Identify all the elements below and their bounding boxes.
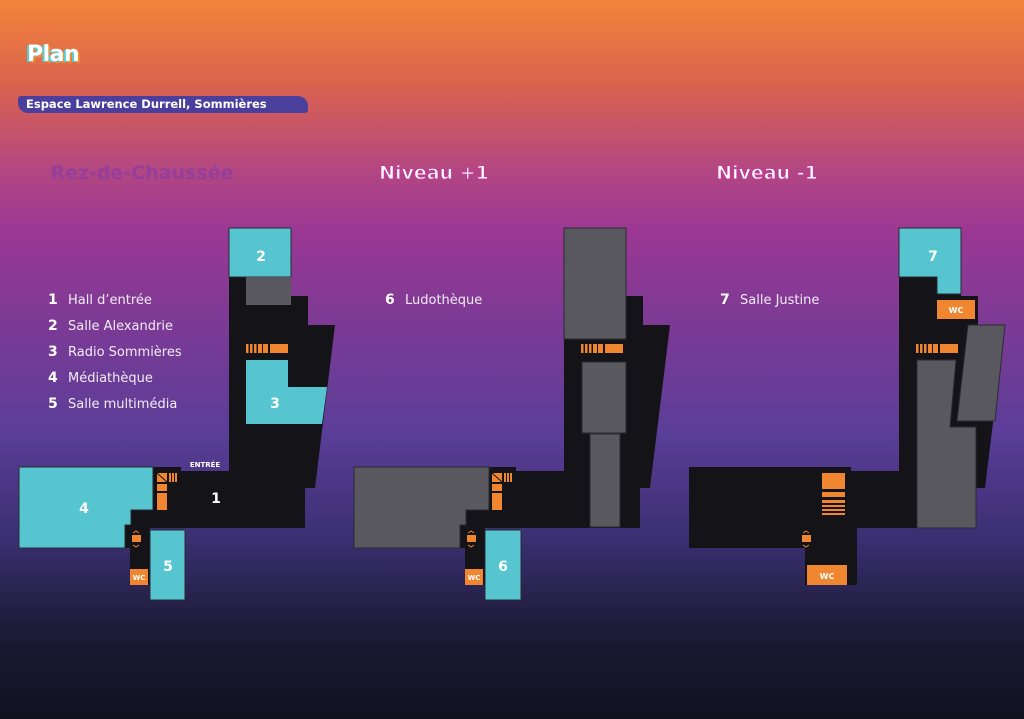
legend-label: Ludothèque <box>405 292 483 308</box>
room-other <box>956 324 1006 422</box>
page-title: Plan <box>27 42 80 67</box>
wc-icon <box>807 565 847 585</box>
legend-ground: 1 Hall d’entrée 2 Salle Alexandrie 3 Radio … <box>48 287 182 417</box>
legend-num: 4 <box>48 370 58 386</box>
legend-num: 7 <box>720 292 730 308</box>
room-number-7: 7 <box>928 249 938 265</box>
legend-num: 3 <box>48 344 58 360</box>
wc-icon <box>130 569 148 585</box>
floor-title-level-plus1: Niveau +1 <box>379 162 490 185</box>
legend-label: Hall d’entrée <box>68 292 152 308</box>
wc-icon <box>465 569 483 585</box>
room-other <box>353 466 490 549</box>
venue-subtitle: Espace Lawrence Durrell, Sommières <box>18 96 308 113</box>
legend-label: Salle Justine <box>740 292 820 308</box>
floor-title-ground: Rez-de-Chaussée <box>50 162 234 184</box>
legend-label: Médiathèque <box>68 370 153 386</box>
room-number-5: 5 <box>163 559 173 575</box>
plan-level-minus1: WC WC 7 <box>689 227 1006 585</box>
room-other <box>589 433 621 528</box>
legend-num: 5 <box>48 396 58 412</box>
room-number-3: 3 <box>270 396 280 412</box>
wc-label: WC <box>820 572 835 581</box>
wc-label: WC <box>949 306 964 315</box>
legend-item: 6 Ludothèque <box>385 287 482 313</box>
room-7-salle-justine[interactable] <box>898 227 962 295</box>
legend-num: 6 <box>385 292 395 308</box>
floor-title-level-minus1: Niveau -1 <box>716 162 819 185</box>
room-storage <box>246 277 291 305</box>
legend-label: Salle multimédia <box>68 396 178 412</box>
room-number-4: 4 <box>79 501 89 517</box>
legend-item: 5 Salle multimédia <box>48 391 182 417</box>
room-3-radio-sommieres[interactable] <box>246 360 327 424</box>
legend-item: 1 Hall d’entrée <box>48 287 182 313</box>
legend-item: 2 Salle Alexandrie <box>48 313 182 339</box>
legend-level-minus1: 7 Salle Justine <box>720 287 819 313</box>
room-other <box>916 359 977 529</box>
room-2-salle-alexandrie[interactable] <box>228 227 292 278</box>
stairs-icon <box>822 473 845 515</box>
stairs-icon <box>581 344 623 353</box>
plan-level-plus1: WC 6 <box>353 227 670 601</box>
legend-num: 1 <box>48 292 58 308</box>
legend-level-plus1: 6 Ludothèque <box>385 287 482 313</box>
room-number-2: 2 <box>256 249 266 265</box>
entrance-label: ENTRÉE <box>190 460 221 469</box>
stairs-icon <box>246 344 288 353</box>
legend-label: Salle Alexandrie <box>68 318 173 334</box>
legend-num: 2 <box>48 318 58 334</box>
wc-label: WC <box>468 574 481 582</box>
room-5-salle-multimedia[interactable] <box>149 529 186 601</box>
legend-item: 4 Médiathèque <box>48 365 182 391</box>
legend-item: 7 Salle Justine <box>720 287 819 313</box>
room-other <box>581 361 627 434</box>
room-number-6: 6 <box>498 559 508 575</box>
legend-item: 3 Radio Sommières <box>48 339 182 365</box>
room-6-ludotheque[interactable] <box>484 529 522 601</box>
stairs-icon <box>916 344 958 353</box>
wc-label: WC <box>133 574 146 582</box>
room-4-mediatheque[interactable] <box>18 466 154 549</box>
legend-label: Radio Sommières <box>68 344 182 360</box>
wc-icon <box>937 300 975 319</box>
room-other <box>563 227 627 340</box>
plan-ground-floor: WC ENTRÉE 1 2 3 4 5 <box>18 227 335 601</box>
room-number-1: 1 <box>211 491 221 507</box>
